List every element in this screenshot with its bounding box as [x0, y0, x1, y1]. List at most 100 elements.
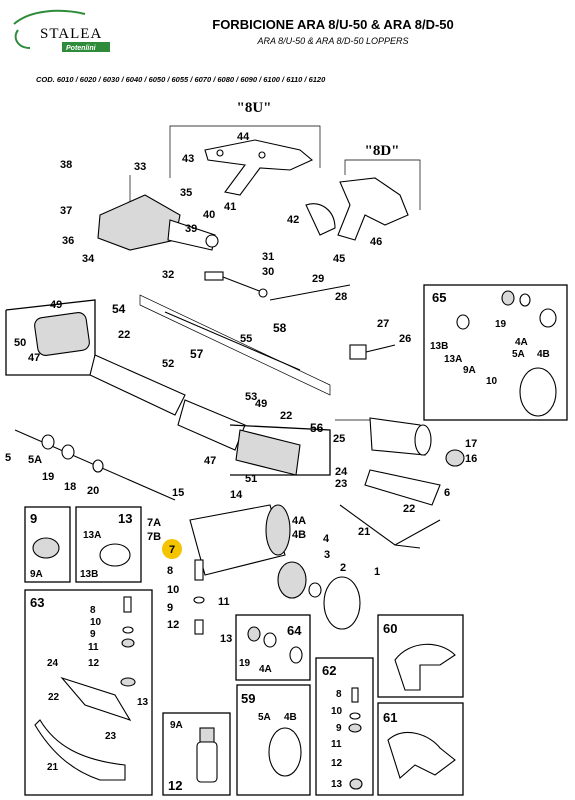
box-65-parts: [456, 290, 557, 417]
box-12-label-9a: 9A: [170, 720, 183, 731]
callout-55: 55: [240, 333, 252, 345]
box-63-label-9: 9: [90, 629, 96, 640]
callout-23: 23: [335, 478, 347, 490]
box-54-label: 54: [112, 302, 126, 316]
box-63-label-22: 22: [48, 692, 60, 703]
box-64-label-4a: 4A: [259, 664, 272, 675]
box-62-label-8: 8: [336, 689, 342, 700]
blade-8d: [305, 177, 409, 241]
bolt-stack: [193, 559, 205, 635]
box-57-label: 57: [190, 347, 204, 361]
box-65-label-19: 19: [495, 319, 507, 330]
callout-32: 32: [162, 269, 174, 281]
box-65-label-13b: 13B: [430, 341, 448, 352]
box-65-label-5a: 5A: [512, 349, 525, 360]
callout-10: 10: [167, 584, 179, 596]
variant-label-8d: "8D": [365, 143, 400, 159]
callout-8: 8: [167, 565, 173, 577]
box-62-label-11: 11: [331, 739, 342, 750]
box-59-number: 59: [241, 691, 255, 706]
box-62-label-13: 13: [331, 779, 343, 790]
callout-11: 11: [218, 596, 230, 608]
box-61-number: 61: [383, 710, 397, 725]
tube-52: [89, 354, 186, 416]
tube-53: [177, 399, 246, 451]
callout-9: 9: [167, 602, 173, 614]
callout-37: 37: [60, 205, 72, 217]
box-62-label-10: 10: [331, 706, 343, 717]
box-59-part: [268, 727, 302, 777]
callout-49-b: 49: [255, 398, 267, 410]
box-13-part: [99, 543, 131, 567]
box-65-label-13a: 13A: [444, 354, 462, 365]
highlight-marker-7: [162, 539, 182, 559]
callout-22-a: 22: [118, 329, 130, 341]
box-64-frame: [235, 614, 311, 681]
motor-body: [189, 504, 361, 630]
callout-39: 39: [185, 223, 197, 235]
callout-50: 50: [14, 337, 26, 349]
box-59-label-5a: 5A: [258, 712, 271, 723]
callout-26: 26: [399, 333, 411, 345]
brand-name: STALEA: [40, 26, 102, 42]
box-59-frame: [236, 684, 311, 796]
callout-5a: 5A: [28, 454, 42, 466]
box-13-label-13b: 13B: [80, 569, 98, 580]
product-codes: COD. 6010 / 6020 / 6030 / 6040 / 6050 / …: [36, 75, 326, 84]
callout-42: 42: [287, 214, 299, 226]
callout-19: 19: [42, 471, 54, 483]
callout-5: 5: [5, 452, 11, 464]
box-12-part: [196, 727, 218, 783]
callout-14: 14: [230, 489, 243, 501]
box-63-label-23: 23: [105, 731, 117, 742]
callout-7b: 7B: [147, 531, 161, 543]
head-housing: [97, 194, 219, 251]
inner-rod-55: [164, 311, 301, 371]
handle-tube-50: [34, 312, 90, 356]
callout-16: 16: [465, 453, 477, 465]
box-65-label-10: 10: [486, 376, 498, 387]
box-62-label-12: 12: [331, 758, 343, 769]
bracket-8d: [344, 159, 421, 210]
box-65-label-9a: 9A: [463, 365, 476, 376]
callout-51: 51: [245, 473, 257, 485]
callout-20: 20: [87, 485, 99, 497]
box-65-label-4b: 4B: [537, 349, 550, 360]
box-62-number: 62: [322, 663, 336, 678]
callout-7: 7: [169, 544, 175, 556]
box-58-label: 58: [273, 321, 287, 335]
shaft-left: [14, 429, 176, 501]
box-13-frame: [75, 506, 142, 583]
box-60-frame: [377, 614, 464, 698]
bracket-8u: [169, 125, 321, 178]
callout-18: 18: [64, 481, 76, 493]
frame-21: [339, 504, 441, 549]
callout-7a: 7A: [147, 517, 161, 529]
tube-51: [235, 429, 301, 476]
callout-52: 52: [162, 358, 174, 370]
callout-21: 21: [358, 526, 370, 538]
box-61-part: [387, 731, 456, 779]
box-63-label-12: 12: [88, 658, 100, 669]
link-rod: [204, 271, 268, 298]
page-subtitle: ARA 8/U-50 & ARA 8/D-50 LOPPERS: [256, 36, 408, 46]
callout-25: 25: [333, 433, 345, 445]
box-63-label-24: 24: [47, 658, 59, 669]
callout-4a: 4A: [292, 515, 306, 527]
brand-logo: STALEA Potenlini: [13, 9, 110, 52]
callout-44: 44: [237, 131, 250, 143]
callout-45: 45: [333, 253, 345, 265]
callout-41: 41: [224, 201, 236, 213]
box-64-parts: [247, 626, 303, 664]
box-12-frame: [162, 712, 231, 796]
box-65-number: 65: [432, 290, 446, 305]
box-63-number: 63: [30, 595, 44, 610]
callout-35: 35: [180, 187, 192, 199]
callout-6: 6: [444, 487, 450, 499]
callout-22-b: 22: [280, 410, 292, 422]
callout-30: 30: [262, 266, 274, 278]
box-62-frame: [315, 657, 374, 796]
callout-36: 36: [62, 235, 74, 247]
box-65-label-4a: 4A: [515, 337, 528, 348]
